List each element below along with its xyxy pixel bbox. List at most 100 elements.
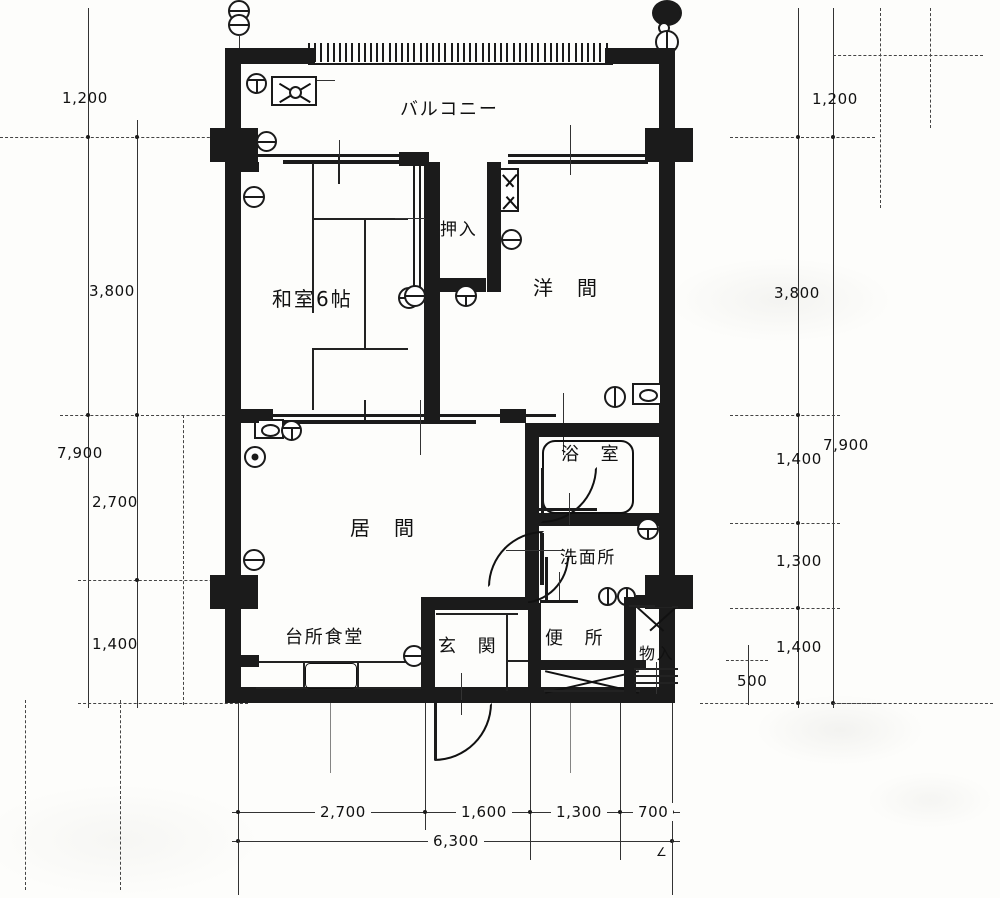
railing-baluster (450, 43, 453, 62)
sink-fixture-icon-youma (632, 383, 662, 405)
railing-baluster (463, 43, 465, 62)
railing-baluster (339, 43, 341, 62)
wall-balcony-top-left (225, 48, 315, 64)
dimension-left-2700: 2,700 (92, 493, 138, 511)
lower-guide-1 (330, 703, 331, 773)
monoire-v-mark (636, 606, 678, 636)
grid-node-r3 (796, 413, 800, 417)
pipe-tee-icon-living (281, 420, 302, 441)
pipe-icon-washroom-a (598, 587, 617, 606)
grid-node-l3 (135, 413, 139, 417)
monoire-handle-mark (656, 662, 657, 694)
guide-line-g (672, 840, 673, 895)
column-upper-right (645, 128, 693, 162)
fusuma-center-mark (420, 400, 421, 455)
bdim-node-3 (528, 810, 532, 814)
grid-node-l4 (86, 413, 90, 417)
room-label-monoire: 物入 (639, 644, 675, 663)
room-label-benjo: 便 所 (545, 628, 605, 649)
railing-baluster (413, 43, 416, 62)
railing-baluster (481, 43, 484, 62)
lower-guide-2 (570, 703, 571, 773)
toilet-hatch-bottom (544, 690, 640, 692)
column-upper-left (210, 128, 258, 162)
bdim-tick-3 (530, 770, 531, 860)
bdim-tick-2 (425, 770, 426, 830)
tatami-line-6 (364, 400, 366, 420)
dimension-bottom-6300-total: 6,300 (428, 832, 484, 850)
railing-baluster (525, 43, 527, 62)
wall-kitchen-left-stub (241, 655, 259, 667)
railing-baluster (357, 43, 360, 62)
tatami-line-4 (312, 348, 408, 350)
genkan-door-mark (461, 673, 462, 715)
pipe-icon-balcony-left (256, 131, 277, 152)
washroom-door-mark-b (559, 572, 560, 600)
railing-baluster (512, 43, 515, 62)
kitchen-counter-div-2 (357, 661, 359, 688)
pipe-riser-icon-top-left-b (228, 14, 250, 36)
grid-tick-500 (726, 660, 768, 661)
room-label-ima: 居 間 (350, 516, 416, 540)
wall-balcony-top-right (605, 48, 675, 64)
grid-line-right-inner (798, 8, 799, 708)
wall-oshiire-left-inner (487, 162, 501, 292)
wall-exterior-right (659, 48, 675, 703)
wall-bath-top (525, 423, 661, 437)
railing-baluster (332, 43, 335, 62)
wall-genkan-top (421, 597, 528, 610)
wall-exterior-left (225, 48, 241, 703)
grid-node-r5 (796, 606, 800, 610)
oshiire-handle-mark (395, 218, 425, 219)
bath-door-leaf (541, 468, 544, 520)
dimension-bottom-2700: 2,700 (315, 803, 371, 821)
sliding-door-panel-left (283, 160, 401, 164)
railing-baluster (419, 43, 422, 62)
pipe-tee-icon-balcony (246, 73, 267, 94)
grid-tick-right-4 (730, 608, 840, 609)
room-label-balcony: バルコニー (400, 99, 499, 120)
room-label-senmenjo: 洗面所 (560, 548, 617, 568)
railing-baluster (376, 43, 379, 62)
oshiire-door-panel-b (413, 163, 415, 291)
guide-line-c (530, 700, 531, 780)
tatami-line-5 (312, 348, 314, 410)
railing-baluster (407, 43, 410, 62)
railing-baluster (314, 43, 317, 62)
railing-baluster (593, 43, 596, 62)
grid-tick-right-1 (730, 137, 875, 138)
sink-fixture-icon-living (254, 419, 284, 439)
wall-oshiire-right (424, 162, 440, 292)
dimension-bottom-1300: 1,300 (551, 803, 607, 821)
room-label-genkan: 玄 関 (438, 636, 498, 657)
fusuma-track-washitsu (258, 414, 476, 417)
bdim-node-4 (618, 810, 622, 814)
pipe-icon-washitsu-left (243, 186, 265, 208)
pipe-stem-top-left (239, 34, 240, 52)
grid-tick-left-4 (78, 703, 248, 704)
sliding-door-track-right (508, 154, 648, 157)
wall-living-left-stub (241, 409, 259, 423)
youma-door-track (476, 414, 556, 417)
pipe-icon-bath-right (637, 518, 659, 540)
wall-washitsu-right (424, 290, 440, 422)
dimension-left-1200: 1,200 (62, 89, 108, 107)
railing-baluster (599, 43, 602, 62)
railing-baluster (394, 43, 397, 62)
railing-baluster (382, 43, 385, 62)
genkan-door-swing-arc (434, 703, 492, 761)
room-label-youma: 洋 間 (533, 276, 599, 300)
railing-baluster (388, 43, 391, 62)
wall-washitsu-left-notch (241, 162, 259, 172)
bdim-node-1 (236, 810, 240, 814)
grid-node-r2 (831, 135, 835, 139)
grid-line-left-outer (88, 8, 89, 708)
dimension-right-7900: 7,900 (823, 436, 869, 454)
tatami-line-2 (312, 218, 408, 220)
toilet-tank-shelf (629, 605, 655, 607)
dimension-bottom-1600: 1,600 (456, 803, 512, 821)
grid-line-left-faint (183, 415, 184, 705)
sliding-door-panel-right (508, 160, 648, 164)
kitchen-counter-div-1 (303, 661, 305, 688)
bdim-tick-1 (238, 770, 239, 860)
